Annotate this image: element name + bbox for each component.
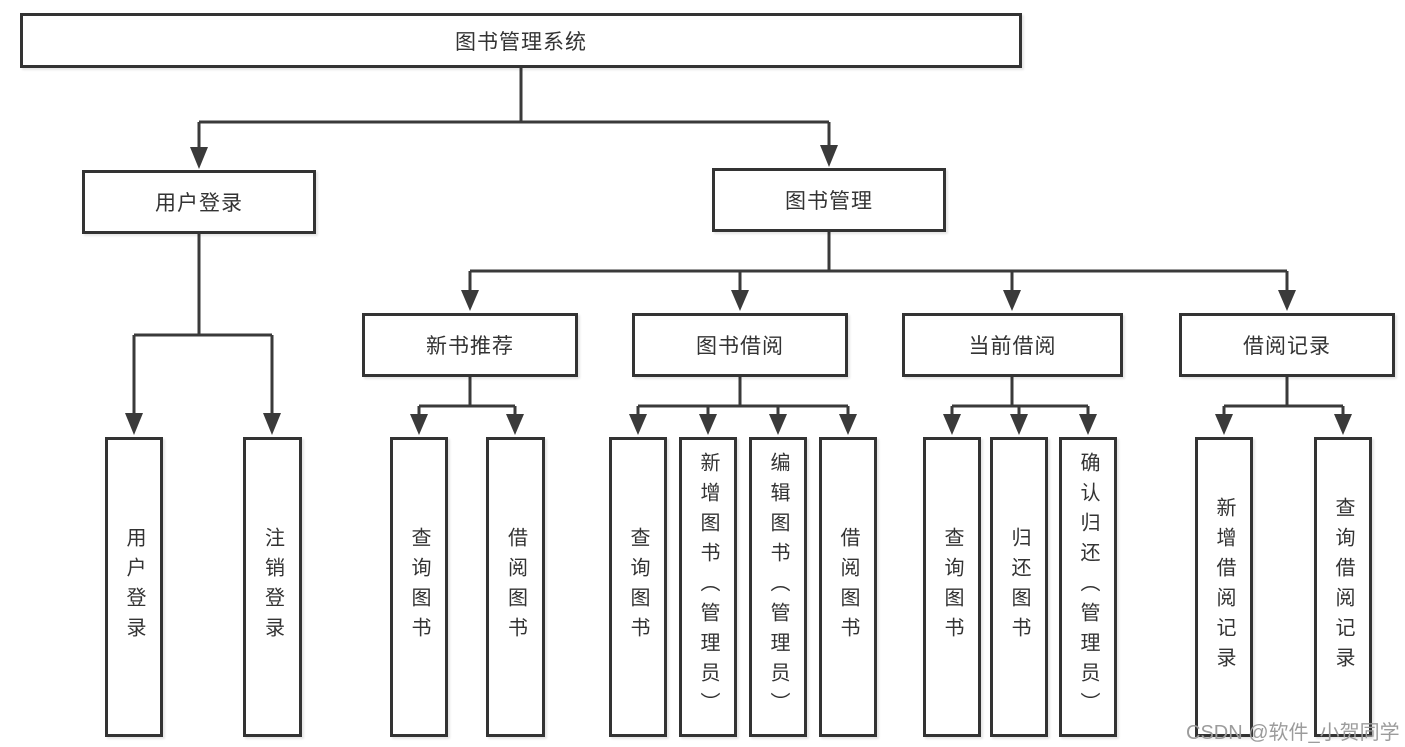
arrowhead-icon xyxy=(731,290,749,311)
arrowhead-icon xyxy=(506,414,524,435)
arrowhead-icon xyxy=(820,145,838,167)
node-leaf-borrow-books-newrec: 借阅图书 xyxy=(486,437,545,737)
node-leaf-return-book: 归还图书 xyxy=(990,437,1048,737)
node-current-borrow: 当前借阅 xyxy=(902,313,1123,377)
node-book-borrow: 图书借阅 xyxy=(632,313,848,377)
connector-borrow-records-children xyxy=(1215,377,1352,435)
node-leaf-borrow-books: 借阅图书 xyxy=(819,437,877,737)
node-leaf-add-book-admin: 新增图书（管理员） xyxy=(679,437,737,737)
arrowhead-icon xyxy=(1003,290,1021,311)
arrowhead-icon xyxy=(1334,414,1352,435)
arrowhead-icon xyxy=(629,414,647,435)
node-user-login-module: 用户登录 xyxy=(82,170,316,234)
node-leaf-query-borrow-record: 查询借阅记录 xyxy=(1314,437,1372,737)
node-leaf-query-books-current: 查询图书 xyxy=(923,437,981,737)
arrowhead-icon xyxy=(1215,414,1233,435)
node-leaf-logout: 注销登录 xyxy=(243,437,302,737)
connector-line xyxy=(1222,377,1345,418)
arrowhead-icon xyxy=(1010,414,1028,435)
connector-line xyxy=(417,377,517,418)
connector-line xyxy=(132,234,274,417)
watermark: CSDN @软件_小贺同学 xyxy=(1186,722,1400,744)
node-root-system: 图书管理系统 xyxy=(20,13,1022,68)
node-leaf-query-books-newrec: 查询图书 xyxy=(390,437,448,737)
node-leaf-confirm-return-admin: 确认归还（管理员） xyxy=(1059,437,1117,737)
node-leaf-add-borrow-record: 新增借阅记录 xyxy=(1195,437,1253,737)
arrowhead-icon xyxy=(461,290,479,311)
arrowhead-icon xyxy=(410,414,428,435)
connector-book-mgmt-children xyxy=(461,232,1296,311)
node-leaf-query-books-borrow: 查询图书 xyxy=(609,437,667,737)
arrowhead-icon xyxy=(1278,290,1296,311)
connector-line xyxy=(950,377,1090,418)
arrowhead-icon xyxy=(190,147,208,169)
arrowhead-icon xyxy=(943,414,961,435)
connector-current-borrow-children xyxy=(943,377,1097,435)
node-leaf-user-login: 用户登录 xyxy=(105,437,163,737)
node-borrow-records: 借阅记录 xyxy=(1179,313,1395,377)
arrowhead-icon xyxy=(263,413,281,435)
connector-book-borrow-children xyxy=(629,377,857,435)
arrowhead-icon xyxy=(769,414,787,435)
connector-user-login-children xyxy=(125,234,281,435)
arrowhead-icon xyxy=(839,414,857,435)
connector-line xyxy=(468,232,1289,293)
arrowhead-icon xyxy=(125,413,143,435)
connector-line xyxy=(636,377,850,418)
connector-new-book-children xyxy=(410,377,524,435)
arrowhead-icon xyxy=(1079,414,1097,435)
connector-root-to-level2 xyxy=(190,68,838,169)
arrowhead-icon xyxy=(699,414,717,435)
node-leaf-edit-book-admin: 编辑图书（管理员） xyxy=(749,437,807,737)
node-new-book-rec: 新书推荐 xyxy=(362,313,578,377)
node-book-mgmt-module: 图书管理 xyxy=(712,168,946,232)
connector-line xyxy=(197,68,831,151)
